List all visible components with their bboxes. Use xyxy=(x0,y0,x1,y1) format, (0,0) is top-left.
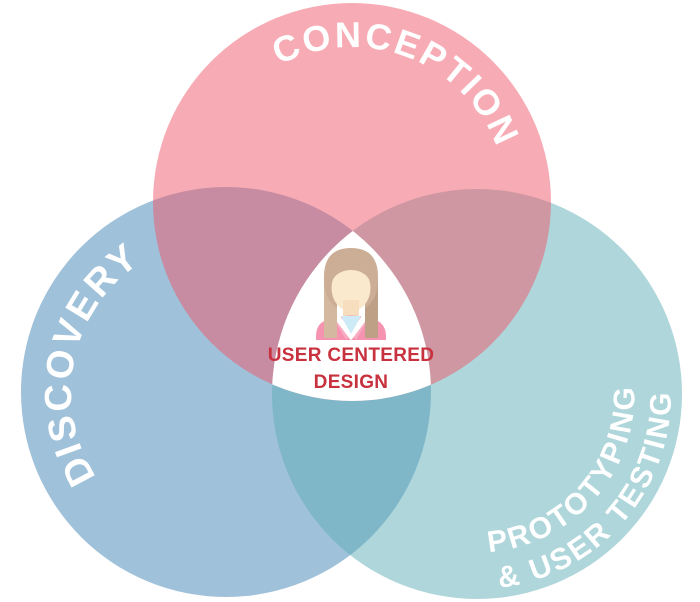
woman-avatar-icon xyxy=(316,248,386,341)
avatar-collar xyxy=(333,313,369,341)
circle-conception xyxy=(153,3,551,401)
center-label-line2: DESIGN xyxy=(314,372,389,393)
avatar-hair-lock-right xyxy=(365,283,378,338)
avatar-shirt xyxy=(341,316,361,334)
avatar-bangs xyxy=(331,259,371,285)
avatar-face xyxy=(331,264,371,312)
avatar-hair-lock-left xyxy=(324,283,337,338)
center-label-line1: USER CENTERED xyxy=(268,345,434,366)
